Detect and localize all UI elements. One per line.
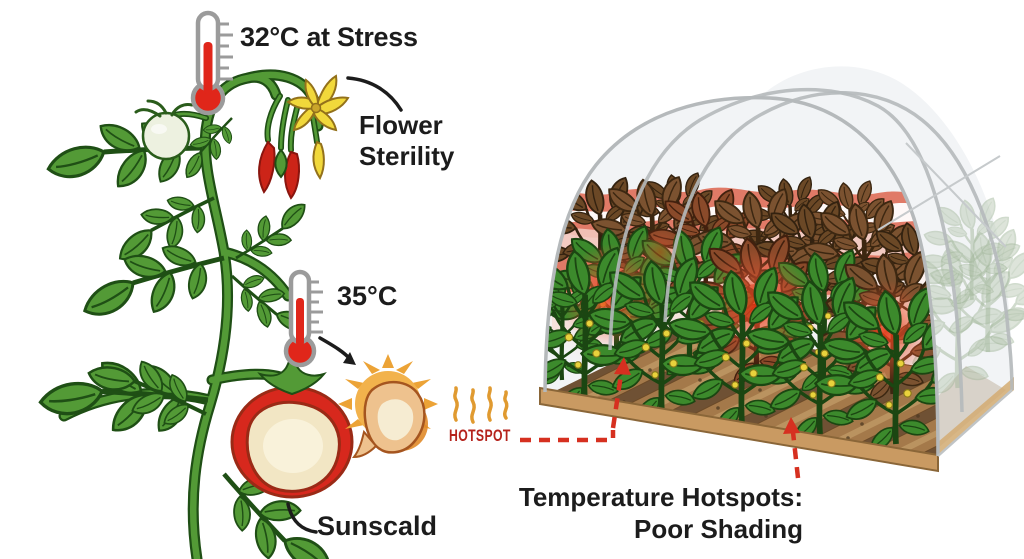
thermometer-32-icon bbox=[190, 10, 233, 116]
tomato-plant-icon bbox=[34, 69, 354, 559]
sunscald-label: Sunscald bbox=[317, 511, 438, 541]
temp-hotspots-label: Temperature Hotspots: Poor Shading bbox=[518, 482, 803, 544]
stress-temp-label: 32°C at Stress bbox=[240, 22, 418, 52]
hoop-frames bbox=[543, 87, 1014, 457]
heat-waves-icon bbox=[453, 386, 509, 424]
wilted-flower-icon bbox=[258, 140, 325, 200]
scald-temp-label: 35°C bbox=[337, 281, 398, 311]
thermometer-arrow bbox=[318, 336, 356, 365]
sun-icon bbox=[338, 354, 438, 459]
front-floor-board bbox=[539, 386, 939, 473]
green-tomato-icon bbox=[134, 99, 194, 161]
hotspot-connector bbox=[520, 430, 616, 443]
right-floor-board bbox=[938, 377, 1014, 455]
greenhouse-icon bbox=[539, 66, 1024, 473]
cross-braces bbox=[877, 142, 1007, 248]
red-dashed-arrow-left bbox=[610, 357, 631, 429]
red-dashed-arrow-right bbox=[783, 417, 801, 479]
tomato-flower-icon bbox=[286, 74, 350, 132]
sunscald-leader bbox=[286, 502, 318, 534]
hotspot-label: HOTSPOT bbox=[449, 426, 511, 445]
flower-sterility-label: Flower Sterility bbox=[359, 110, 455, 171]
flower-sterility-leader bbox=[346, 76, 403, 112]
thermometer-35-icon bbox=[283, 269, 323, 368]
greenhouse-interior bbox=[545, 171, 938, 460]
